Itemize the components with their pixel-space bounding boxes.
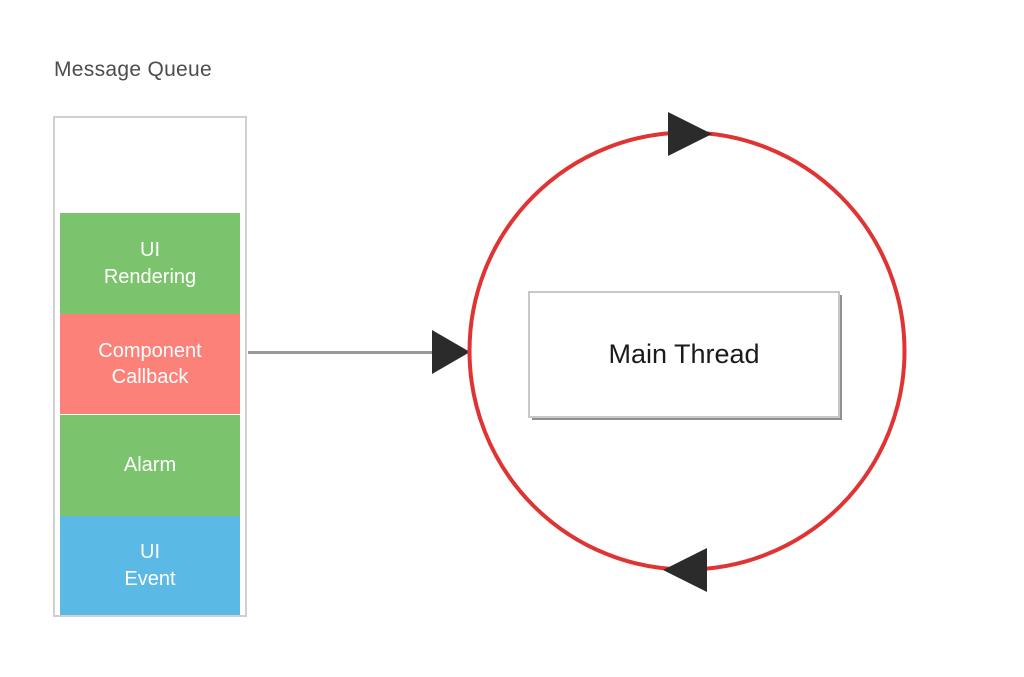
message-queue-title: Message Queue: [54, 58, 212, 81]
queue-slot-ui-rendering[interactable]: UI Rendering: [60, 213, 240, 314]
queue-slot-text-line: UI: [140, 541, 160, 564]
queue-slot-text-line: Component: [98, 339, 202, 362]
queue-slot-empty: [60, 120, 240, 213]
queue-slot-ui-event[interactable]: UI Event: [60, 516, 240, 615]
queue-slot-alarm[interactable]: Alarm: [60, 415, 240, 516]
main-thread-label: Main Thread: [608, 339, 760, 369]
cycle-arrow-bottom-icon: [663, 548, 707, 592]
queue-slot-text-line: Rendering: [103, 265, 197, 288]
queue-slot-text-line: Event: [124, 567, 176, 590]
queue-to-thread-arrow-icon: [432, 330, 470, 374]
queue-slot-text-line: Alarm: [123, 454, 177, 477]
queue-slot-text-line: Callback: [111, 366, 189, 388]
event-loop-cycle: [467, 112, 907, 592]
queue-to-thread-connector-line: [248, 351, 440, 354]
main-thread-box[interactable]: Main Thread: [528, 291, 840, 418]
queue-slot-text-line: UI: [140, 239, 160, 262]
cycle-arrow-top-icon: [668, 112, 712, 156]
